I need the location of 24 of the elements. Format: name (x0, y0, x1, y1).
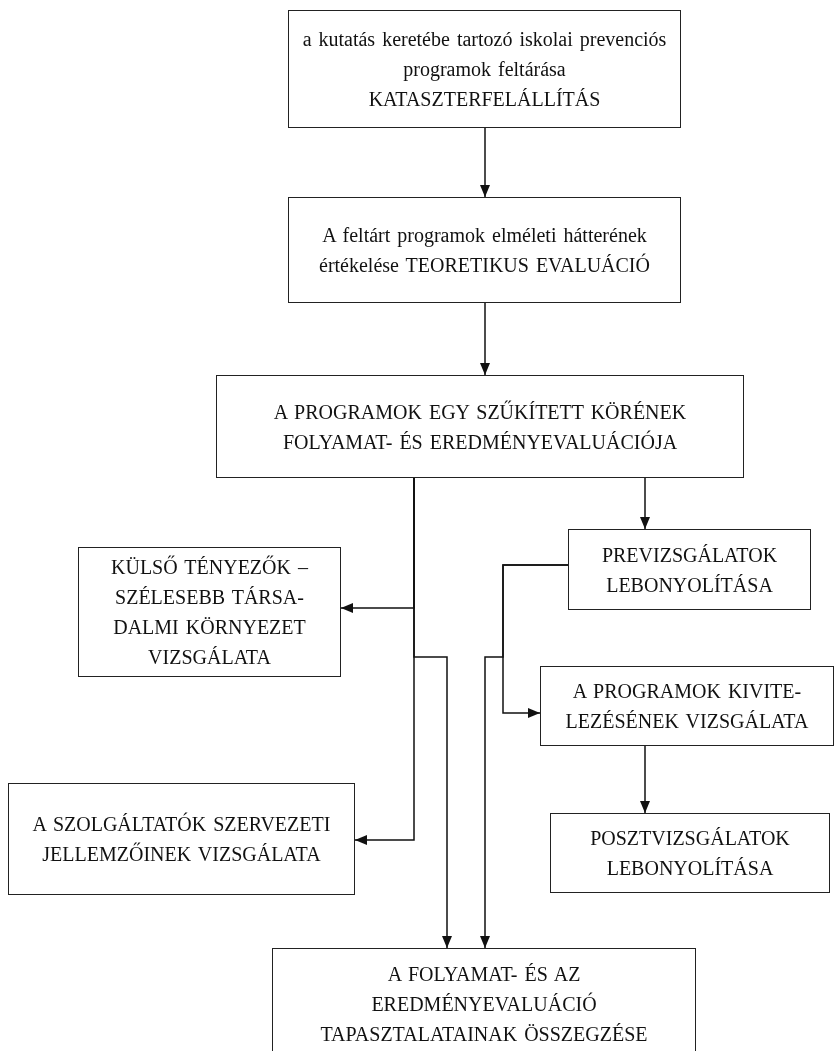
process-box (288, 10, 681, 128)
process-box (216, 375, 744, 478)
box-text: A PROGRAMOK EGY SZŰKÍTETT KÖRÉNEK FOLYAMAT- ÉS EREDMÉNYEVALUÁCIÓJA (272, 399, 688, 455)
process-box (78, 547, 341, 677)
process-box (568, 529, 811, 610)
process-box (272, 948, 696, 1051)
arrow (480, 564, 569, 949)
box-text: A PROGRAMOK KIVITE- LEZÉSÉNEK VIZSGÁLATA (564, 679, 810, 734)
box-text: POSZTVIZSGÁLATOK LEBONYOLÍTÁSA (589, 826, 791, 881)
process-box (288, 197, 681, 303)
arrow (640, 745, 650, 814)
box-text: A feltárt programok elméleti hátterének értékelése TEORETIKUS EVALUÁCIÓ (318, 223, 651, 278)
box-text: PREVIZSGÁLATOK LEBONYOLÍTÁSA (600, 542, 779, 598)
process-box (8, 783, 355, 895)
arrow (640, 477, 650, 530)
box-text: a kutatás keretébe tartozó iskolai prevenciós programok feltárása KATASZTERFELÁLLÍTÁS (301, 27, 668, 112)
box-text: A FOLYAMAT- ÉS AZ EREDMÉNYEVALUÁCIÓ TAPASZTALATAINAK ÖSSZEGZÉSE (319, 962, 649, 1047)
arrow (480, 127, 490, 198)
box-text: KÜLSŐ TÉNYEZŐK – SZÉLESEBB TÁRSA- DALMI KÖRNYEZET VIZSGÁLATA (110, 554, 309, 670)
process-box (540, 666, 834, 746)
arrow (413, 477, 452, 949)
process-box (550, 813, 830, 893)
arrow (480, 302, 490, 376)
box-text: A SZOLGÁLTATÓK SZERVEZETI JELLEMZŐINEK VIZSGÁLATA (31, 811, 332, 867)
